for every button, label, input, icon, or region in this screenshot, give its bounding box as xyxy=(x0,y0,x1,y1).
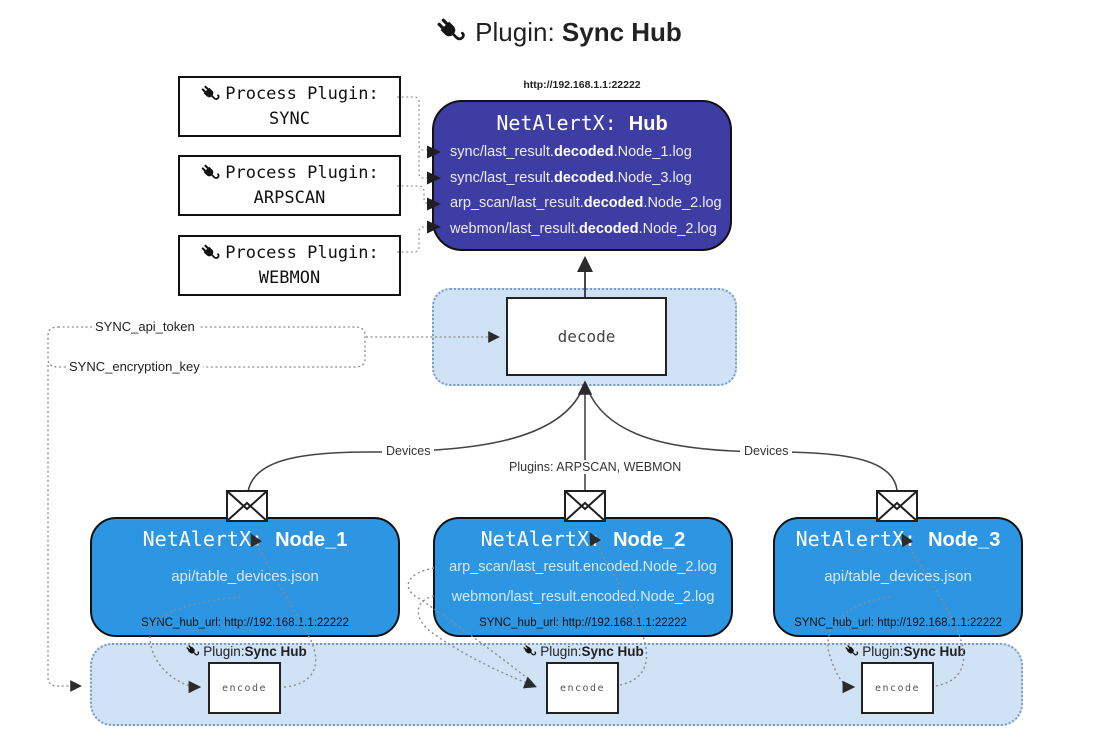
hub-box: NetAlertX: Hub sync/last_result.decoded.… xyxy=(432,100,732,251)
node-title: NetAlertX: Node_1 xyxy=(142,527,348,551)
hub-log-line: sync/last_result.decoded.Node_3.log xyxy=(450,169,692,186)
process-connectors xyxy=(397,96,431,253)
plug-icon xyxy=(200,84,221,105)
node-hub-url: SYNC_hub_url: http://192.168.1.1:22222 xyxy=(794,617,1002,629)
encode-step-box-3: encode xyxy=(861,662,934,714)
process-plugin-label: Process Plugin: xyxy=(225,162,379,183)
page-title-bold: Sync Hub xyxy=(561,16,682,47)
process-plugin-box-webmon: Process Plugin: WEBMON xyxy=(178,235,401,296)
page-title-prefix: Plugin: xyxy=(475,16,562,47)
hub-title-name: NetAlertX: xyxy=(496,111,629,135)
process-plugin-box-sync: Process Plugin: SYNC xyxy=(178,76,401,137)
plug-icon xyxy=(844,644,859,659)
node-hub-url: SYNC_hub_url: http://192.168.1.1:22222 xyxy=(141,617,349,629)
hub-log-line: arp_scan/last_result.decoded.Node_2.log xyxy=(450,195,722,211)
node-box-2: NetAlertX: Node_2 arp_scan/last_result.e… xyxy=(433,517,733,637)
plug-icon xyxy=(435,16,467,48)
hub-url-label: http://192.168.1.1:22222 xyxy=(523,79,641,91)
process-plugin-box-arpscan: Process Plugin: ARPSCAN xyxy=(178,155,401,216)
devices-label-right: Devices xyxy=(740,444,793,458)
page-title-text: Plugin: Sync Hub xyxy=(475,17,682,48)
sync-plugin-label-2: Plugin: Sync Hub xyxy=(522,644,644,659)
node-file-line: arp_scan/last_result.encoded.Node_2.log xyxy=(449,559,717,575)
decode-label: decode xyxy=(557,327,616,346)
sync-encryption-key-label: SYNC_encryption_key xyxy=(66,359,203,374)
sync-api-token-label: SYNC_api_token xyxy=(92,319,198,334)
sync-plugin-label-3: Plugin: Sync Hub xyxy=(844,644,966,659)
sync-plugin-label-1: Plugin: Sync Hub xyxy=(185,644,307,659)
plug-icon xyxy=(200,243,221,264)
process-plugin-label: Process Plugin: xyxy=(225,242,379,263)
hub-log-line: webmon/last_result.decoded.Node_2.log xyxy=(450,220,717,237)
page-title: Plugin: Sync Hub xyxy=(0,16,1117,48)
decode-step-box: decode xyxy=(506,297,667,376)
plug-icon xyxy=(200,163,221,184)
process-plugin-name: SYNC xyxy=(269,108,310,129)
process-plugin-name: ARPSCAN xyxy=(253,187,326,208)
hub-title-bold: Hub xyxy=(628,113,668,135)
node-title: NetAlertX: Node_3 xyxy=(795,527,1001,551)
node-hub-url: SYNC_hub_url: http://192.168.1.1:22222 xyxy=(479,617,687,629)
hub-log-list: sync/last_result.decoded.Node_1.log sync… xyxy=(434,140,730,242)
encode-step-box-1: encode xyxy=(208,662,281,714)
node-file-line: api/table_devices.json xyxy=(171,568,319,585)
process-plugin-label: Process Plugin: xyxy=(225,83,379,104)
process-plugin-label-row: Process Plugin: xyxy=(200,161,379,186)
device-curves xyxy=(247,380,898,493)
process-plugin-label-row: Process Plugin: xyxy=(200,82,379,107)
node-box-3: NetAlertX: Node_3 api/table_devices.json… xyxy=(773,517,1023,637)
plug-icon xyxy=(185,644,200,659)
node-box-1: NetAlertX: Node_1 api/table_devices.json… xyxy=(90,517,400,637)
node-title: NetAlertX: Node_2 xyxy=(480,527,686,551)
process-plugin-label-row: Process Plugin: xyxy=(200,241,379,266)
node-file-line: webmon/last_result.encoded.Node_2.log xyxy=(451,588,715,605)
encode-step-box-2: encode xyxy=(546,662,619,714)
hub-title: NetAlertX: Hub xyxy=(434,110,730,137)
process-plugin-name: WEBMON xyxy=(258,267,321,288)
plugins-label: Plugins: ARPSCAN, WEBMON xyxy=(505,460,686,474)
devices-label-left: Devices xyxy=(382,444,435,458)
hub-log-line: sync/last_result.decoded.Node_1.log xyxy=(450,144,692,160)
node-file-line: api/table_devices.json xyxy=(824,568,972,585)
plug-icon xyxy=(522,644,537,659)
